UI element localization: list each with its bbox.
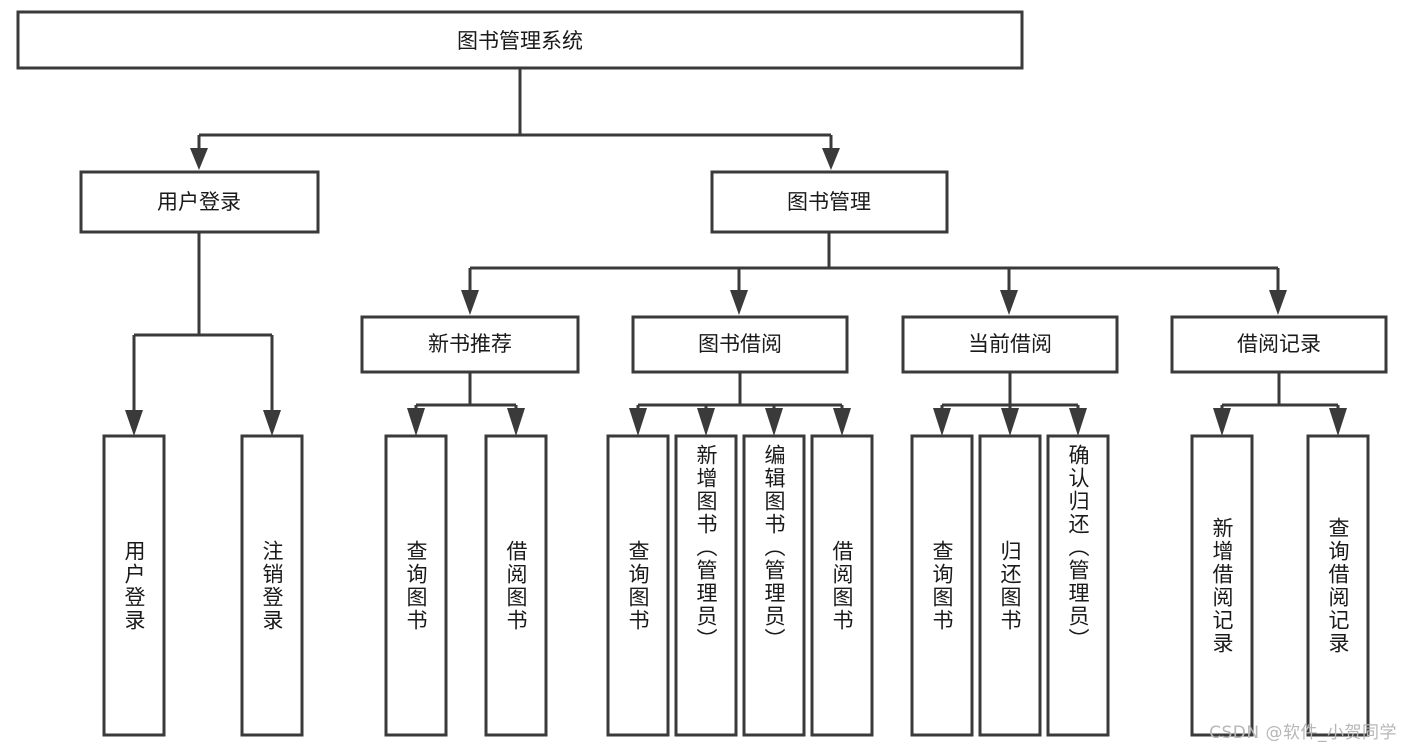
arrow-to-new-book-recommend [461,290,479,315]
arrow-to-leaf-add-book [697,408,715,436]
arrow-to-leaf-user-login [125,410,143,436]
arrow-to-leaf-query-book-2 [629,408,647,436]
book-manage-label: 图书管理 [787,190,871,214]
connector-user-login-to-leaves [125,232,281,436]
leaf-add-book-box[interactable] [674,434,738,737]
node-user-login[interactable]: 用户登录 [79,170,320,234]
connector-book-manage-to-level3 [461,232,1287,315]
leaf-query-record-box[interactable] [1306,434,1370,737]
arrow-to-borrow-record [1269,290,1287,315]
leaf-logout-login-box[interactable] [240,434,304,737]
leaf-user-login-box[interactable] [102,434,166,737]
root-label: 图书管理系统 [457,29,583,53]
leaf-add-record-box[interactable] [1190,434,1254,737]
connector-new-book-recommend-to-leaves [407,372,525,436]
arrow-to-leaf-confirm-return [1069,408,1087,436]
borrow-record-label: 借阅记录 [1237,332,1321,356]
connector-current-borrow-to-leaves [933,372,1087,436]
user-login-label: 用户登录 [157,190,241,214]
arrow-to-leaf-add-record [1213,408,1231,436]
node-borrow-record[interactable]: 借阅记录 [1170,315,1388,374]
new-book-recommend-label: 新书推荐 [428,332,512,356]
leaf-boxes [102,434,1370,737]
leaf-query-book-3-box[interactable] [910,434,974,737]
node-root[interactable]: 图书管理系统 [16,10,1024,70]
arrow-to-book-manage [822,148,840,170]
arrow-to-leaf-query-book-1 [407,408,425,436]
node-book-manage[interactable]: 图书管理 [710,170,949,234]
arrow-to-user-login [190,148,208,170]
node-book-borrow[interactable]: 图书借阅 [631,315,849,374]
leaf-return-book-box[interactable] [978,434,1042,737]
arrow-to-leaf-borrow-book-1 [507,408,525,436]
arrow-to-leaf-return-book [1001,408,1019,436]
leaf-query-book-1-box[interactable] [384,434,448,737]
arrow-to-leaf-query-record [1329,408,1347,436]
arrow-to-leaf-borrow-book-2 [833,408,851,436]
current-borrow-label: 当前借阅 [968,332,1052,356]
new-book-recommend-box [360,315,580,374]
leaf-edit-book-box[interactable] [742,434,806,737]
arrow-to-current-borrow [1000,290,1018,315]
leaf-query-book-2-box[interactable] [606,434,670,737]
leaf-borrow-book-1-box[interactable] [484,434,548,737]
leaf-borrow-book-2-box[interactable] [810,434,874,737]
arrow-to-leaf-edit-book [765,408,783,436]
book-borrow-label: 图书借阅 [698,332,782,356]
connector-root-to-level2 [190,68,840,170]
current-borrow-box [901,315,1119,374]
user-login-box [79,170,320,234]
arrow-to-book-borrow [730,290,748,315]
arrow-to-leaf-query-book-3 [933,408,951,436]
connector-borrow-record-to-leaves [1213,372,1347,436]
leaf-confirm-return-box[interactable] [1046,434,1110,737]
arrow-to-leaf-logout-login [263,410,281,436]
node-current-borrow[interactable]: 当前借阅 [901,315,1119,374]
connector-book-borrow-to-leaves [629,372,851,436]
csdn-watermark: CSDN @软件_小贺同学 [1209,723,1397,743]
node-new-book-recommend[interactable]: 新书推荐 [360,315,580,374]
root-box [16,10,1024,70]
